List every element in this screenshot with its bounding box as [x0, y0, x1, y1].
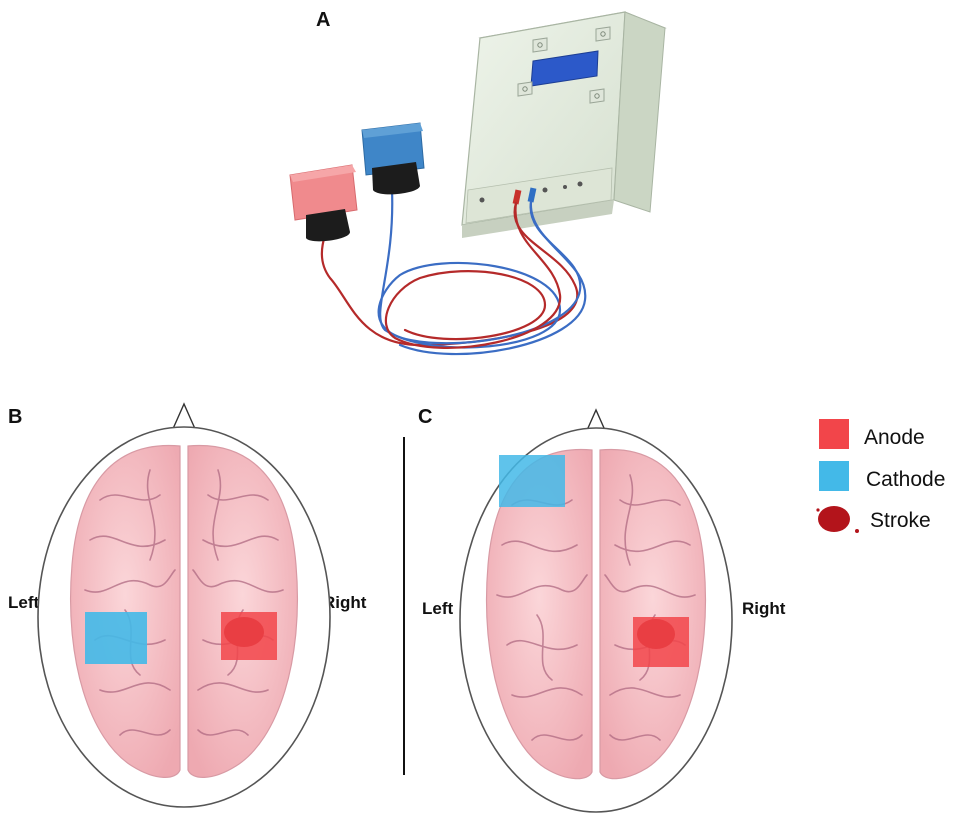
panel-c-head	[459, 408, 733, 813]
legend-swatch-stroke	[816, 506, 859, 533]
anode-electrode	[221, 612, 277, 660]
panel-c-left-label: Left	[422, 599, 454, 618]
panel-b-head	[37, 402, 331, 808]
panel-b-right-label: Right	[323, 593, 367, 612]
cathode-electrode	[85, 612, 147, 664]
legend-swatch-anode	[819, 419, 849, 449]
tdcs-device-icon	[461, 11, 667, 238]
device-button	[589, 88, 605, 104]
anode-sponge-icon	[289, 164, 358, 242]
panel-c-label: C	[418, 406, 432, 428]
panel-a-label: A	[316, 9, 330, 31]
nose-marker-icon	[171, 402, 197, 432]
electrode-cables	[320, 188, 587, 356]
legend: Anode Cathode Stroke	[816, 419, 945, 533]
brain-icon	[69, 444, 299, 778]
brain-icon	[485, 448, 707, 780]
cathode-electrode	[499, 455, 565, 507]
device-button	[517, 81, 533, 97]
legend-swatch-cathode	[819, 461, 849, 491]
panel-c-right-label: Right	[742, 599, 786, 618]
panel-b-left-label: Left	[8, 593, 40, 612]
legend-label-stroke: Stroke	[870, 509, 931, 532]
cathode-sponge-icon	[361, 122, 425, 195]
device-display	[530, 50, 599, 87]
legend-label-anode: Anode	[864, 426, 925, 449]
device-connector	[512, 187, 537, 205]
device-button	[595, 26, 611, 42]
anode-electrode	[633, 617, 689, 667]
panel-b-label: B	[8, 406, 22, 428]
legend-label-cathode: Cathode	[866, 468, 945, 491]
device-button	[532, 37, 548, 53]
